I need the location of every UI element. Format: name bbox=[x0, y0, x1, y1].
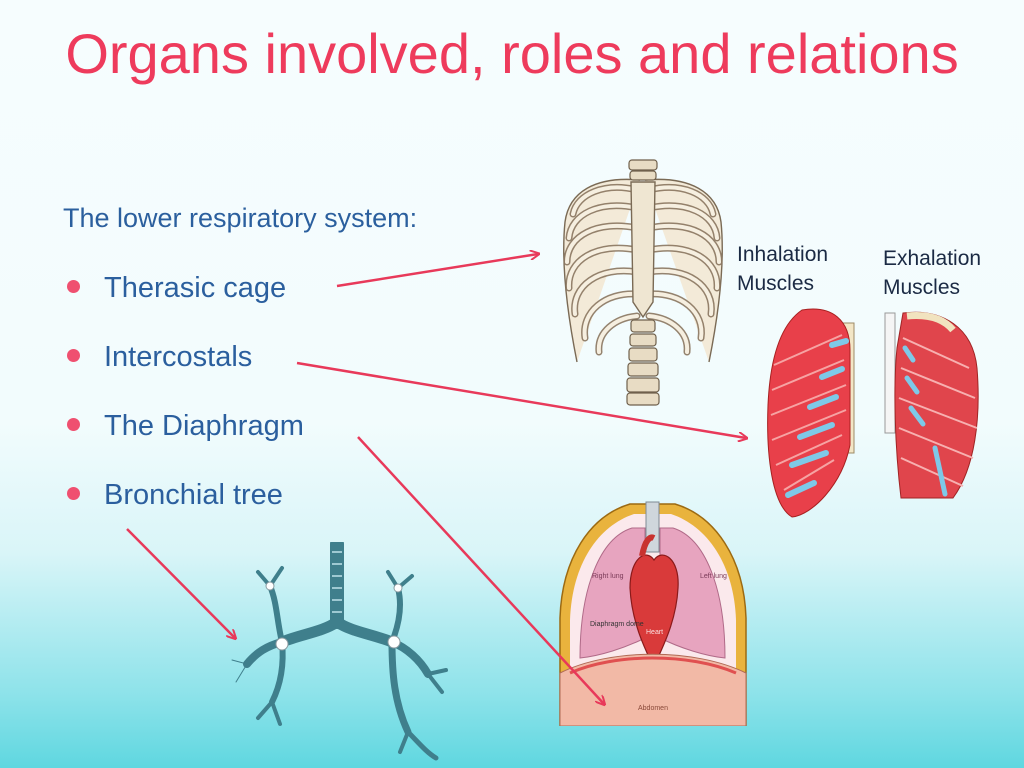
rib-cage-image bbox=[563, 159, 723, 406]
bullet-label: The Diaphragm bbox=[104, 410, 304, 442]
arrow-therasic-cage bbox=[336, 254, 538, 288]
bullet-item-bronchial-tree: Bronchial tree bbox=[64, 475, 304, 544]
inhalation-muscles-label: Inhalation Muscles bbox=[737, 240, 828, 298]
section-subheading: The lower respiratory system: bbox=[63, 203, 418, 233]
bullet-icon bbox=[67, 418, 80, 431]
diaphragm-image: Right lung Left lung Diaphragm dome Hear… bbox=[559, 501, 747, 726]
arrow-intercostals bbox=[296, 361, 746, 438]
exhalation-label-line1: Exhalation bbox=[883, 247, 982, 270]
bullet-item-diaphragm: The Diaphragm bbox=[64, 406, 304, 475]
bullet-icon bbox=[67, 487, 80, 500]
bullet-label: Therasic cage bbox=[104, 272, 287, 304]
exhalation-muscles-image bbox=[884, 311, 979, 499]
bronchial-tree-image bbox=[231, 542, 448, 761]
bullet-item-intercostals: Intercostals bbox=[64, 337, 304, 406]
bullet-icon bbox=[67, 349, 80, 362]
bullet-label: Intercostals bbox=[104, 341, 253, 373]
arrow-bronchial-tree bbox=[126, 528, 235, 638]
bullet-item-therasic-cage: Therasic cage bbox=[64, 268, 304, 337]
inhalation-label-line1: Inhalation bbox=[737, 243, 829, 266]
inhalation-label-line2: Muscles bbox=[737, 272, 815, 295]
exhalation-muscles-label: Exhalation Muscles bbox=[883, 244, 981, 302]
inhalation-muscles-image bbox=[767, 308, 855, 518]
diaphragm-dome-label: Diaphragm dome bbox=[590, 621, 644, 628]
bullet-icon bbox=[67, 280, 80, 293]
abdomen-label: Abdomen bbox=[638, 705, 668, 712]
slide-title: Organs involved, roles and relations bbox=[65, 22, 959, 85]
right-lung-label: Right lung bbox=[592, 573, 624, 580]
arrow-diaphragm bbox=[357, 436, 604, 704]
exhalation-label-line2: Muscles bbox=[883, 276, 961, 299]
bullet-label: Bronchial tree bbox=[104, 479, 283, 511]
heart-label: Heart bbox=[646, 629, 663, 636]
left-lung-label: Left lung bbox=[700, 573, 727, 580]
bullet-list: Therasic cage Intercostals The Diaphragm… bbox=[64, 268, 304, 544]
